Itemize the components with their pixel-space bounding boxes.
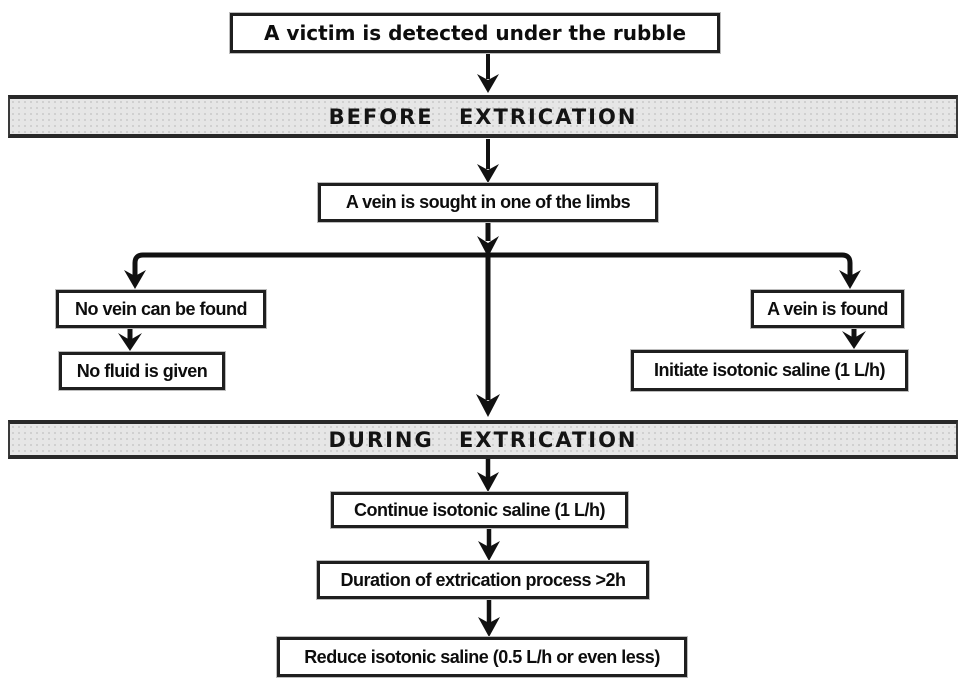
arrow-no-vein-to-no-fluid xyxy=(118,329,142,351)
node-vein-found: A vein is found xyxy=(751,290,904,328)
arrow-vein-found-to-initiate xyxy=(842,329,866,349)
node-initiate-saline: Initiate isotonic saline (1 L/h) xyxy=(631,350,908,391)
arrow-before-banner-to-vein-sought xyxy=(477,139,499,183)
node-no-fluid-given: No fluid is given xyxy=(59,352,225,390)
node-duration-extrication: Duration of extrication process >2h xyxy=(317,561,649,599)
arrow-continue-to-duration xyxy=(478,528,500,561)
arrow-start-to-before-banner xyxy=(477,53,499,93)
arrowhead-branch-left xyxy=(124,270,146,289)
arrowhead-branch-right xyxy=(839,270,861,289)
node-vein-sought: A vein is sought in one of the limbs xyxy=(318,183,658,222)
node-no-vein-found: No vein can be found xyxy=(56,290,266,328)
banner-before-extrication: BEFORE EXTRICATION xyxy=(8,95,958,138)
node-victim-detected: A victim is detected under the rubble xyxy=(230,13,720,53)
branch-line xyxy=(124,252,861,289)
banner-during-extrication: DURING EXTRICATION xyxy=(8,420,958,459)
arrow-junction-to-during-banner xyxy=(476,255,500,417)
arrow-vein-sought-to-junction xyxy=(477,221,499,257)
arrow-during-banner-to-continue xyxy=(477,459,499,492)
arrow-duration-to-reduce xyxy=(478,599,500,637)
node-continue-saline: Continue isotonic saline (1 L/h) xyxy=(331,492,628,528)
node-reduce-saline: Reduce isotonic saline (0.5 L/h or even … xyxy=(277,637,687,677)
